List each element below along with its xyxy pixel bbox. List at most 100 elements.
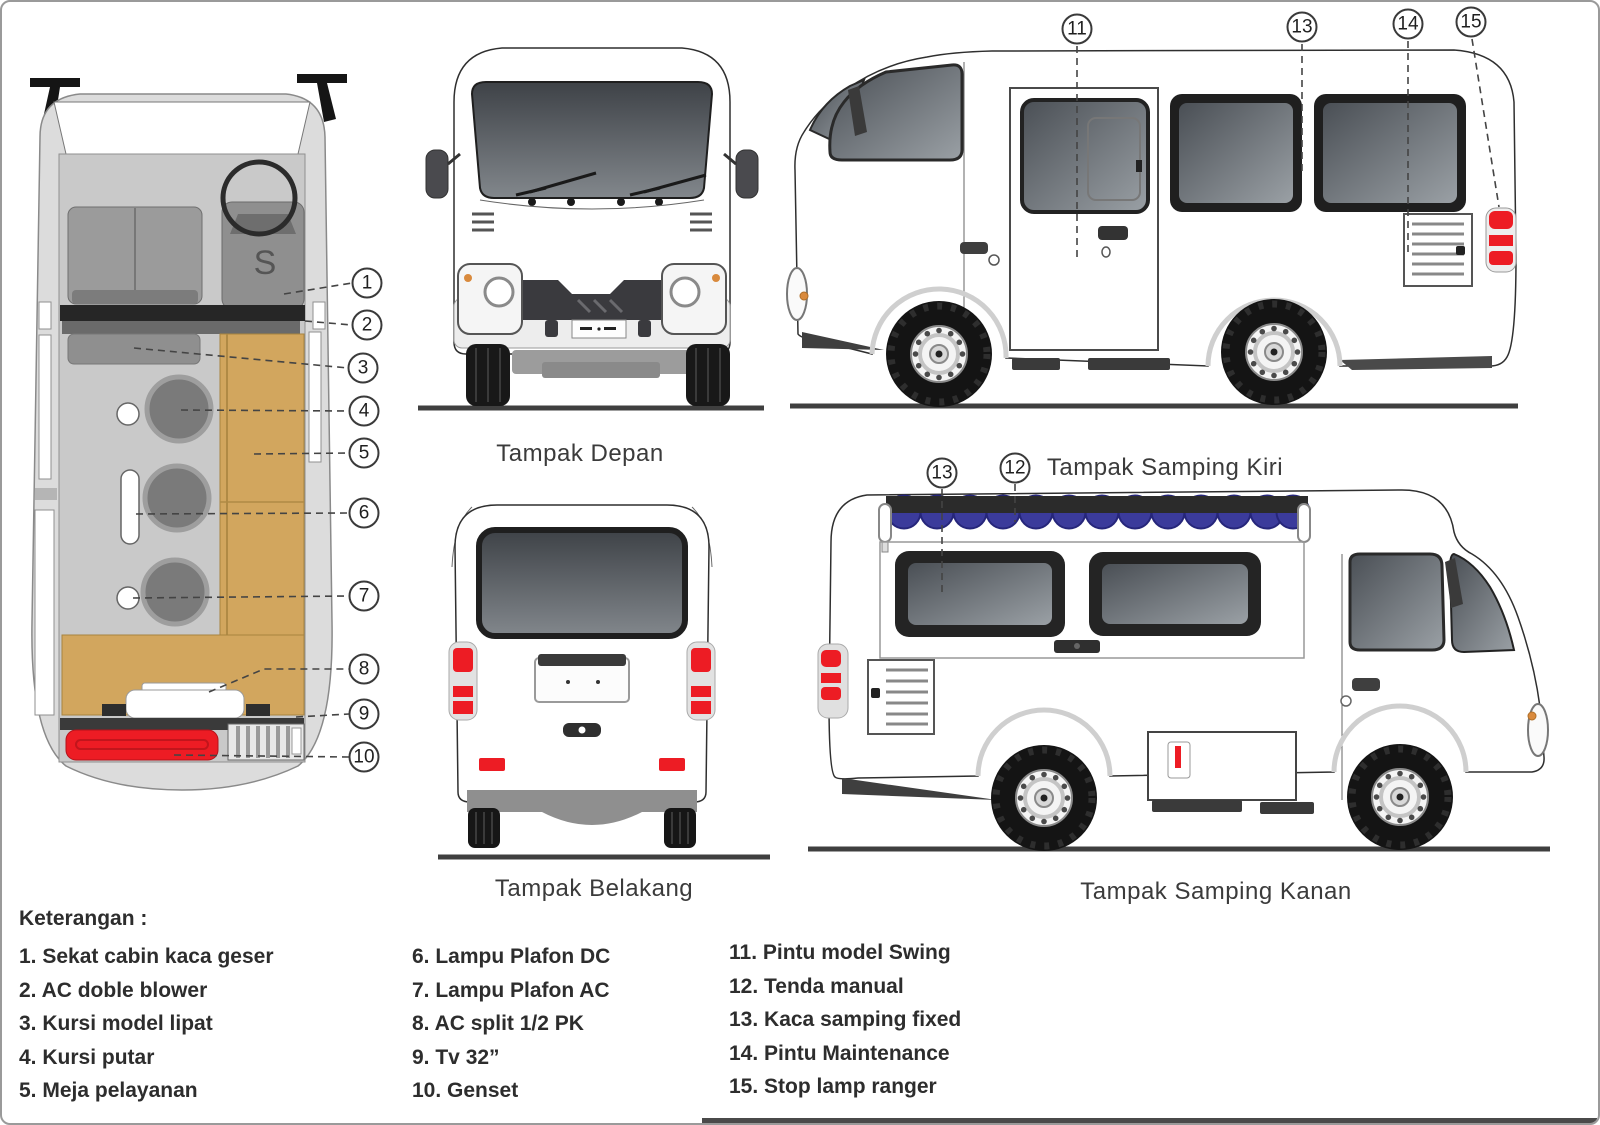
legend-heading: Keterangan : (19, 907, 148, 930)
side-mirror-blade (848, 86, 867, 136)
wipers (515, 171, 707, 197)
side-mirror-blade-right (1445, 558, 1463, 608)
service-table (219, 333, 305, 636)
folding-seat (67, 333, 201, 365)
legend-item: 14. Pintu Maintenance (729, 1041, 950, 1065)
callout-4: 4 (348, 395, 380, 427)
legend-item: 10. Genset (412, 1079, 519, 1102)
mirror-right (297, 74, 347, 122)
legend-column-3: 11. Pintu model Swing 12. Tenda manual 1… (729, 936, 961, 1104)
rear-view (438, 504, 770, 860)
legend-item: 7. Lampu Plafon AC (412, 978, 610, 1002)
genset-red (65, 729, 219, 761)
callout-6: 6 (348, 497, 380, 529)
legend-item: 6. Lampu Plafon DC (412, 945, 611, 968)
headlight-right (661, 263, 727, 335)
view-label-side-left: Tampak Samping Kiri (1046, 454, 1284, 481)
legend-item: 11. Pintu model Swing (729, 941, 951, 964)
legend-item: 2. AC doble blower (19, 978, 208, 1002)
legend-item: 9. Tv 32” (412, 1045, 500, 1069)
callout-5: 5 (348, 437, 380, 469)
fixed-windows-left (1170, 94, 1466, 212)
mirror-front-right (735, 149, 759, 199)
callout-13-top: 13 (1286, 11, 1318, 43)
view-label-rear: Tampak Belakang (494, 875, 694, 902)
awning (878, 494, 1311, 553)
maintenance-door-right (867, 659, 935, 735)
front-windshield (470, 81, 714, 199)
callout-2: 2 (351, 309, 383, 341)
side-right-view (702, 484, 1597, 1123)
view-label-front: Tampak Depan (496, 440, 664, 467)
legend-item: 1. Sekat cabin kaca geser (19, 945, 274, 968)
front-view (418, 47, 764, 411)
legend-column-2: 6. Lampu Plafon DC 7. Lampu Plafon AC 8.… (412, 940, 610, 1108)
callout-14: 14 (1392, 8, 1424, 40)
maintenance-door-left (1403, 213, 1473, 287)
ac-double-blower (62, 321, 300, 334)
swing-door-handle (1098, 226, 1128, 240)
callout-10: 10 (348, 741, 380, 773)
tail-lamps (448, 641, 716, 721)
driver-seat-letter: S (254, 244, 277, 282)
sekat-divider (60, 305, 305, 321)
callout-12: 12 (999, 452, 1031, 484)
cab-door-window-right (1348, 552, 1446, 652)
stop-lamp-left (1485, 207, 1517, 273)
storage-box (1147, 731, 1297, 801)
legend-item: 15. Stop lamp ranger (729, 1075, 937, 1098)
ac-split-unit (102, 682, 270, 719)
callout-9: 9 (348, 698, 380, 730)
side-left-view (786, 38, 1518, 407)
floor-plan-view: S (30, 74, 353, 791)
plan-leader-lines (132, 282, 353, 758)
legend-item: 8. AC split 1/2 PK (412, 1012, 584, 1035)
front-grille (514, 280, 670, 320)
legend-item: 12. Tenda manual (729, 974, 904, 998)
legend-item: 4. Kursi putar (19, 1045, 155, 1069)
swing-door-window (1020, 98, 1150, 214)
view-label-side-right: Tampak Samping Kanan (1080, 878, 1352, 905)
side-right-leaders (941, 484, 1016, 597)
vent-box (227, 723, 305, 761)
front-wheels (466, 344, 730, 406)
frame-bottom-accent (702, 1118, 1597, 1123)
license-recess (534, 654, 630, 703)
mirror-front-left (425, 149, 449, 199)
callout-13-bottom: 13 (926, 457, 958, 489)
windshield-plan (53, 101, 311, 155)
headlight-left (457, 263, 523, 335)
callout-8: 8 (348, 653, 380, 685)
callout-3: 3 (347, 352, 379, 384)
callout-1: 1 (351, 267, 383, 299)
rear-axle (467, 790, 697, 812)
callout-7: 7 (348, 580, 380, 612)
door-pillar (35, 488, 57, 500)
stop-lamp-right (817, 643, 849, 719)
wheel-rear-right-view (991, 745, 1097, 851)
wheel-front-left-view (886, 301, 992, 407)
legend-item: 13. Kaca samping fixed (729, 1008, 962, 1031)
cab-door-handle (960, 242, 988, 254)
ceiling-lamp-ac-1 (116, 402, 140, 426)
rear-window (476, 527, 688, 639)
pillar-vents (472, 212, 712, 232)
callout-11: 11 (1061, 13, 1093, 45)
legend-item: 3. Kursi model lipat (19, 1012, 213, 1035)
cab-door-window-left (828, 63, 964, 162)
steering-wheel (220, 159, 298, 237)
legend-column-1: 1. Sekat cabin kaca geser 2. AC doble bl… (19, 940, 274, 1108)
wheel-front-right-view (1347, 744, 1453, 850)
fixed-windows-right (895, 551, 1261, 637)
cab-door-handle-right (1352, 678, 1380, 691)
callout-15: 15 (1455, 6, 1487, 38)
wiper-pivots (528, 198, 663, 206)
ceiling-lamp-dc (120, 469, 140, 545)
swivel-chairs (140, 374, 214, 627)
wheel-rear-left-view (1221, 299, 1327, 405)
rear-wheels (468, 808, 696, 848)
legend-item: 5. Meja pelayanan (19, 1079, 198, 1102)
side-left-leaders (1076, 38, 1500, 260)
